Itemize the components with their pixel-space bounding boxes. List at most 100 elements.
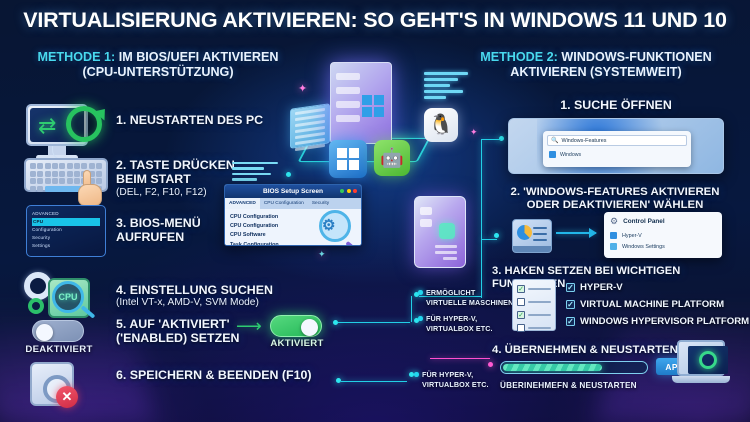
control-panel-row-windows-settings[interactable]: Windows Settings [610, 243, 716, 250]
page-title: VIRTUALISIERUNG AKTIVIEREN: SO GEHT'S IN… [23, 8, 727, 32]
right-step-1-main: 1. SUCHE ÖFFNEN [560, 98, 672, 112]
left-step-2-sub: (DEL, F2, F10, F12) [116, 186, 207, 198]
feature-item-windows-hypervisor-platform[interactable]: ✓ WINDOWS HYPERVISOR PLATFORM [566, 316, 749, 327]
sparkle-icon: ✦ [470, 127, 478, 137]
methode-2-heading: METHODE 2: WINDOWS-FUNKTIONEN AKTIVIEREN… [448, 50, 744, 80]
left-step-4: 4. EINSTELLUNG SUCHEN (Intel VT-x, AMD-V… [116, 283, 316, 309]
container-crate-icon [290, 103, 330, 152]
search-input[interactable]: 🔍 Windows-Features [547, 135, 687, 146]
checkbox-icon: ✓ [517, 285, 525, 293]
callout-1-line1: ERMÖGLICHT [426, 288, 476, 297]
bios-window-tabs[interactable]: ADVANCED CPU Configuration Security [225, 198, 361, 209]
left-step-6-main: 6. SPEICHERN & BEENDEN (F10) [116, 368, 312, 382]
control-panel-row-hyperv[interactable]: Hyper-V [610, 232, 716, 239]
linux-penguin-icon: 🐧 [424, 108, 458, 142]
feature-label: HYPER-V [580, 282, 623, 293]
sparkle-icon: ✦ [298, 83, 308, 95]
bios-item-1[interactable]: CPU Configuration [230, 214, 279, 220]
window-controls[interactable] [340, 189, 357, 193]
left-step-4-main: 4. EINSTELLUNG SUCHEN [116, 283, 273, 297]
feature-item-virtual-machine-platform[interactable]: ✓ VIRTUAL MACHINE PLATFORM [566, 299, 724, 310]
checklist-sheet-icon: ✓ ✓ [512, 279, 556, 332]
right-step-4-main: 4. ÜBERNEHMEN & NEUSTARTEN [492, 344, 678, 356]
checkbox-icon[interactable]: ✓ [566, 283, 575, 292]
bios-item-4[interactable]: Task Configuration [230, 241, 279, 246]
bullet-dot [414, 372, 419, 377]
tab-advanced[interactable]: ADVANCED [225, 198, 260, 209]
checkbox-icon [517, 298, 525, 306]
bios-mini-item-security[interactable]: Security [32, 234, 51, 240]
tab-security[interactable]: Security [311, 201, 330, 206]
connector-wire [481, 139, 501, 141]
connector-wire [481, 239, 497, 241]
sparkle-icon: ✦ [318, 249, 326, 259]
node-dot [414, 318, 419, 323]
control-panel-row-label: Windows Settings [622, 243, 665, 250]
search-panel[interactable]: 🔍 Windows-Features Windows [543, 131, 691, 167]
node-dot [409, 372, 414, 377]
arrow-right-icon: ⟶ [236, 316, 262, 336]
callout-3-line2: VIRTUALBOX ETC. [422, 379, 489, 389]
apply-caption: ÜBERINEHMEFN & NEUSTARTEN [500, 381, 637, 390]
checkbox-icon[interactable]: ✓ [566, 317, 575, 326]
callout-virtual-machines: ERMÖGLICHT VIRTUELLE MASCHINEN [418, 288, 518, 307]
toggle-knob [36, 323, 53, 341]
server-stack-icon [330, 62, 392, 144]
connector-wire [481, 240, 483, 298]
bios-mini-item-cpu[interactable]: CPU [32, 217, 100, 226]
toggle-aktiviert[interactable] [270, 315, 322, 337]
windows-logo-icon [362, 95, 384, 117]
checkbox-icon: ✓ [517, 311, 525, 319]
search-result-label: Windows [560, 151, 582, 158]
progress-bar [500, 361, 648, 374]
right-step-2-main2: ODER DEAKTIVIEREN' WÄHLEN [526, 199, 704, 212]
bios-mini-item-settings[interactable]: Settings [32, 242, 51, 248]
bios-menu-mini-panel[interactable]: ADVANCED CPU Configuration Security Sett… [26, 205, 106, 257]
bios-window-title: BIOS Setup Screen [262, 188, 324, 195]
gear-icon [28, 298, 44, 314]
bullet-dot [418, 316, 423, 321]
pie-chart-icon [517, 225, 532, 240]
bios-window-titlebar: BIOS Setup Screen [225, 185, 361, 198]
left-step-2: 2. TASTE DRÜCKEN BEIM START (DEL, F2, F1… [116, 158, 266, 198]
tab-cpu-configuration[interactable]: CPU Configuration [263, 201, 304, 206]
magnifier-gear-icon: ⚙ [319, 210, 351, 242]
virtual-machine-tower-icon [414, 196, 466, 268]
toggle-off-label: DEAKTIVIERT [25, 344, 93, 355]
control-panel-icon [512, 219, 552, 253]
gear-icon: ⚙ [610, 216, 619, 226]
left-step-4-sub: (Intel VT-x, AMD-V, SVM Mode) [116, 297, 259, 309]
checkbox-icon[interactable]: ✓ [566, 300, 575, 309]
left-step-5-main2: ('ENABLED) SETZEN [116, 331, 240, 346]
cpu-magnifier-icon: CPU [52, 281, 84, 313]
connector-wire [338, 322, 410, 324]
search-result-item[interactable]: Windows [547, 151, 687, 158]
bios-mini-item-configuration[interactable]: Configuration [32, 226, 62, 232]
windows-tile-icon [329, 140, 367, 178]
methode-2-line2: AKTIVIEREN (SYSTEMWEIT) [510, 64, 682, 79]
bios-setup-window[interactable]: BIOS Setup Screen ADVANCED CPU Configura… [224, 184, 362, 246]
bios-item-3[interactable]: CPU Software [230, 232, 266, 239]
control-panel-card[interactable]: ⚙ Control Panel Hyper-V Windows Settings [604, 212, 722, 258]
methode-1-heading: METHODE 1: IM BIOS/UEFI AKTIVIEREN (CPU-… [8, 50, 308, 80]
methode-1-line2: (CPU-UNTERSTÜTZUNG) [82, 64, 234, 79]
node-dot [488, 362, 493, 367]
connector-wire [411, 296, 413, 322]
methode-1-rest: IM BIOS/UEFI AKTIVIEREN [115, 50, 279, 64]
progress-bar-fill [503, 364, 603, 371]
left-step-3-main2: AUFRUFEN [116, 230, 185, 245]
toggle-on-label: AKTIVIERT [270, 338, 324, 349]
node-dot [414, 292, 419, 297]
bios-item-2[interactable]: CPU Configuration [230, 223, 279, 230]
windows-settings-icon [610, 243, 617, 250]
pointing-hand-icon [78, 170, 104, 206]
feature-item-hyper-v[interactable]: ✓ HYPER-V [566, 282, 623, 293]
toggle-deaktiviert[interactable] [32, 320, 84, 342]
left-step-6: 6. SPEICHERN & BEENDEN (F10) [116, 368, 356, 382]
code-lines-decoration [424, 72, 468, 102]
left-step-5-main: 5. AUF 'AKTIVIERT' [116, 317, 230, 331]
callout-3-line1: FÜR HYPER-V, [422, 370, 474, 379]
left-step-2-main2: BEIM START [116, 172, 191, 187]
restart-icon [66, 106, 102, 142]
feature-label: VIRTUAL MACHINE PLATFORM [580, 299, 725, 310]
